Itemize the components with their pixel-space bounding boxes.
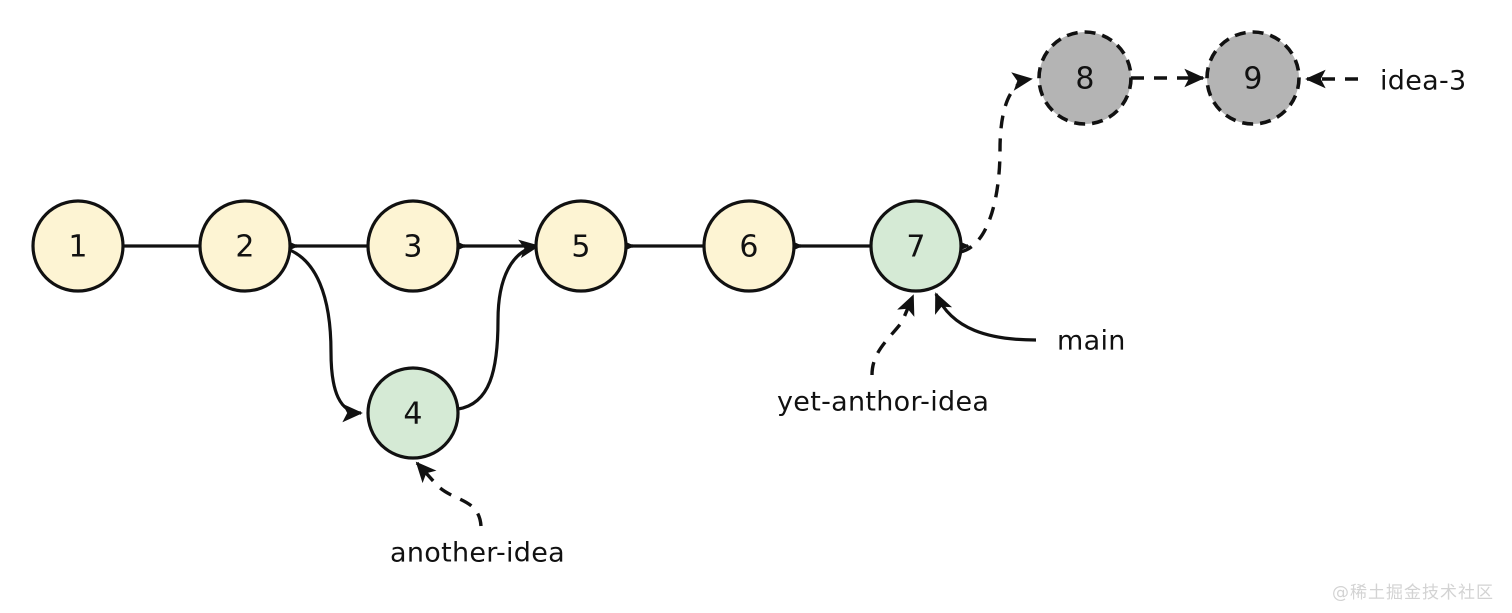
connector-main: [934, 292, 1037, 342]
branch-label-main[interactable]: main: [1057, 326, 1126, 357]
commit-node-4[interactable]: 4: [366, 366, 460, 460]
commit-node-5-label: 5: [571, 230, 590, 265]
commit-node-2-circle[interactable]: [198, 199, 292, 293]
watermark: @稀土掘金技术社区: [1332, 583, 1494, 603]
branch-label-layer: another-idea yet-anthor-idea main idea-3: [390, 66, 1467, 569]
commit-node-3-label: 3: [403, 230, 422, 265]
commit-node-4-label: 4: [403, 397, 422, 432]
commit-node-1-label: 1: [68, 230, 87, 265]
commit-node-6[interactable]: 6: [702, 199, 796, 293]
edge-4-to-5: [457, 239, 540, 411]
commit-node-2-label: 2: [235, 230, 254, 265]
commit-node-5[interactable]: 5: [534, 199, 628, 293]
commit-node-1-circle[interactable]: [31, 199, 125, 293]
commit-node-6-label: 6: [739, 230, 758, 265]
connector-another-idea: [415, 461, 483, 527]
commit-node-9-label: 9: [1243, 62, 1262, 97]
commit-node-9-circle[interactable]: [1205, 30, 1301, 126]
commit-node-3-circle[interactable]: [366, 199, 460, 293]
commit-node-7[interactable]: 7: [869, 199, 963, 293]
commit-node-7-circle[interactable]: [869, 199, 963, 293]
connector-yet-anthor-idea: [870, 294, 915, 376]
commit-node-5-circle[interactable]: [534, 199, 628, 293]
branch-label-idea-3[interactable]: idea-3: [1380, 66, 1467, 97]
commit-node-4-circle[interactable]: [366, 366, 460, 460]
node-layer: 1 2 3 4 5 6: [31, 30, 1301, 460]
commit-node-2[interactable]: 2: [198, 199, 292, 293]
commit-node-8[interactable]: 8: [1037, 30, 1133, 126]
edge-2-to-4: [280, 245, 363, 423]
edge-7-to-8: [959, 72, 1033, 254]
commit-node-3[interactable]: 3: [366, 199, 460, 293]
commit-node-8-circle[interactable]: [1037, 30, 1133, 126]
branch-label-another-idea[interactable]: another-idea: [390, 538, 565, 569]
commit-node-9[interactable]: 9: [1205, 30, 1301, 126]
commit-node-1[interactable]: 1: [31, 199, 125, 293]
commit-node-8-label: 8: [1075, 62, 1094, 97]
commit-node-6-circle[interactable]: [702, 199, 796, 293]
branch-label-yet-anthor-idea[interactable]: yet-anthor-idea: [777, 387, 989, 418]
branch-connector-layer: [415, 69, 1358, 527]
commit-node-7-label: 7: [906, 230, 925, 265]
